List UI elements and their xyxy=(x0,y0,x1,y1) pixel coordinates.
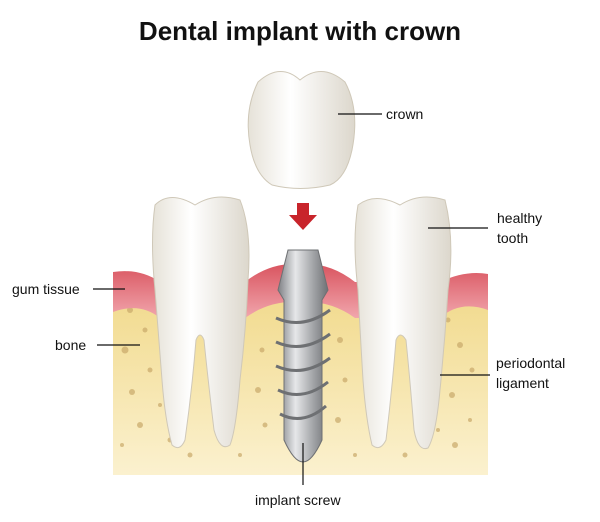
healthy-tooth-label-line1: healthy xyxy=(497,210,542,227)
gum-tissue-label: gum tissue xyxy=(12,281,80,298)
crown xyxy=(248,71,355,188)
crown-label: crown xyxy=(386,106,423,123)
bone-label: bone xyxy=(55,337,86,354)
periodontal-label-line1: periodontal xyxy=(496,355,565,372)
periodontal-label-line2: ligament xyxy=(496,375,549,392)
implant-screw-label: implant screw xyxy=(255,492,341,509)
implant-screw xyxy=(276,250,330,462)
down-arrow-icon xyxy=(289,203,317,230)
healthy-tooth-label-line2: tooth xyxy=(497,230,528,247)
